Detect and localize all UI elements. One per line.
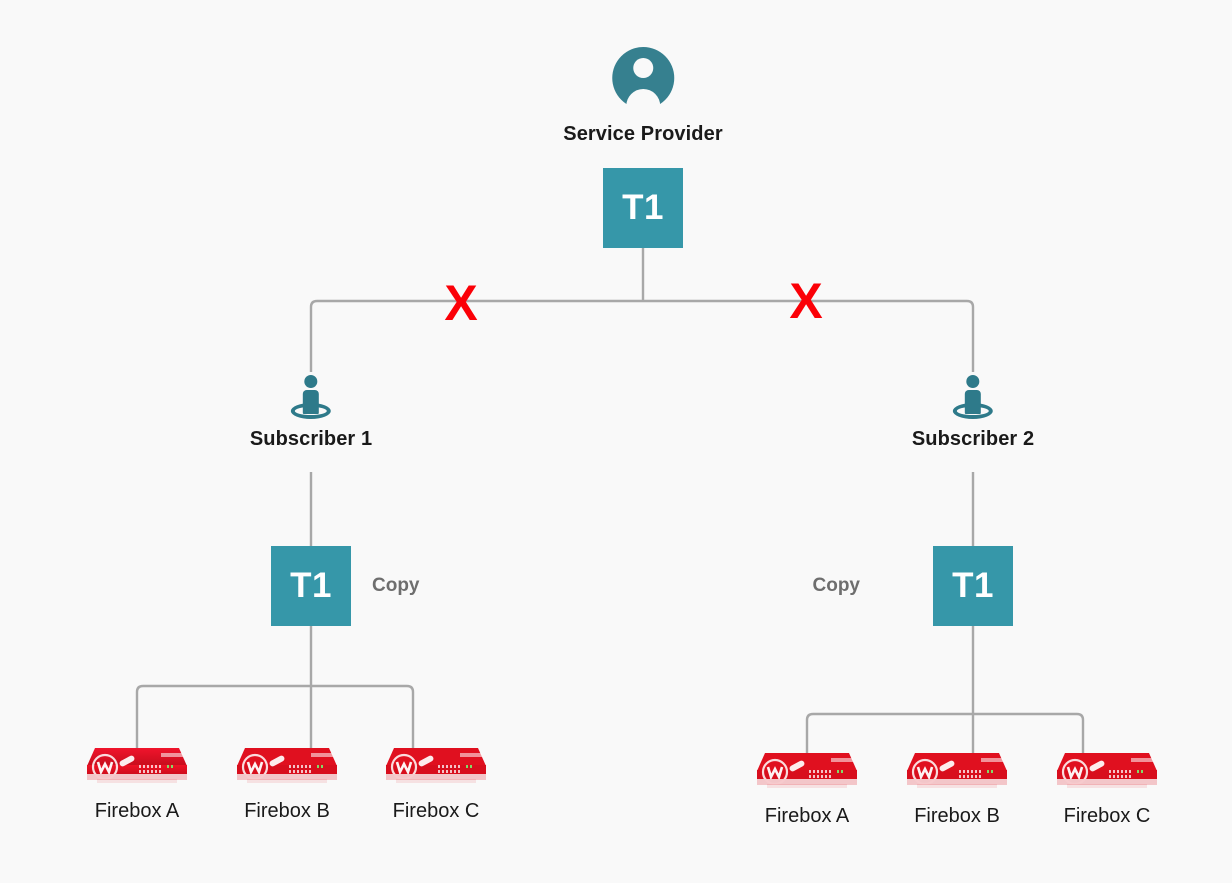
firebox-node-sub1-c: Firebox C [382, 740, 490, 823]
person-head [966, 375, 980, 388]
firebox-appliance-icon [753, 745, 861, 791]
subscriber-2-t1-chip: T1 [933, 546, 1013, 626]
service-provider-label: Service Provider [563, 123, 723, 145]
person-location-icon [283, 375, 339, 419]
avatar-body [625, 89, 660, 109]
firebox-appliance-icon [233, 740, 341, 786]
blocked-link-x-left: X [444, 275, 478, 331]
avatar-head [632, 58, 653, 78]
subscriber-2-copy-label: Copy [812, 575, 861, 596]
user-avatar-icon [611, 47, 674, 109]
subscriber-2-node: Subscriber 2 [912, 375, 1034, 451]
subscriber-1-label: Subscriber 1 [249, 428, 373, 450]
provider-t1-chip: T1 [603, 168, 683, 248]
subscriber-1-node: Subscriber 1 [250, 375, 372, 451]
subscriber-2-chip-node: T1 [933, 546, 1013, 626]
firebox-appliance-icon [83, 740, 191, 786]
firebox-node-sub1-b: Firebox B [233, 740, 341, 823]
firebox-node-sub2-b: Firebox B [903, 745, 1011, 828]
subscriber-1-t1-chip: T1 [271, 546, 351, 626]
subscriber-1-copy-label: Copy [372, 575, 420, 596]
subscriber-1-chip-node: T1 [271, 546, 351, 626]
firebox-label-sub1-b: Firebox B [244, 800, 330, 822]
person-head [304, 375, 318, 388]
person-base-ring [953, 403, 993, 419]
firebox-appliance-icon [382, 740, 490, 786]
firebox-node-sub2-c: Firebox C [1053, 745, 1161, 828]
firebox-label-sub1-c: Firebox C [392, 800, 480, 822]
firebox-label-sub2-a: Firebox A [764, 805, 850, 827]
subscriber-2-label: Subscriber 2 [911, 428, 1035, 450]
firebox-node-sub1-a: Firebox A [83, 740, 191, 823]
service-provider-node: Service Provider [563, 47, 723, 146]
firebox-node-sub2-a: Firebox A [753, 745, 861, 828]
firebox-appliance-icon [903, 745, 1011, 791]
firebox-label-sub1-a: Firebox A [94, 800, 180, 822]
blocked-link-x-right: X [789, 273, 823, 329]
provider-chip-node: T1 [603, 168, 683, 248]
person-location-icon [945, 375, 1001, 419]
person-base-ring [291, 403, 331, 419]
firebox-label-sub2-c: Firebox C [1063, 805, 1151, 827]
firebox-label-sub2-b: Firebox B [914, 805, 1000, 827]
firebox-appliance-icon [1053, 745, 1161, 791]
